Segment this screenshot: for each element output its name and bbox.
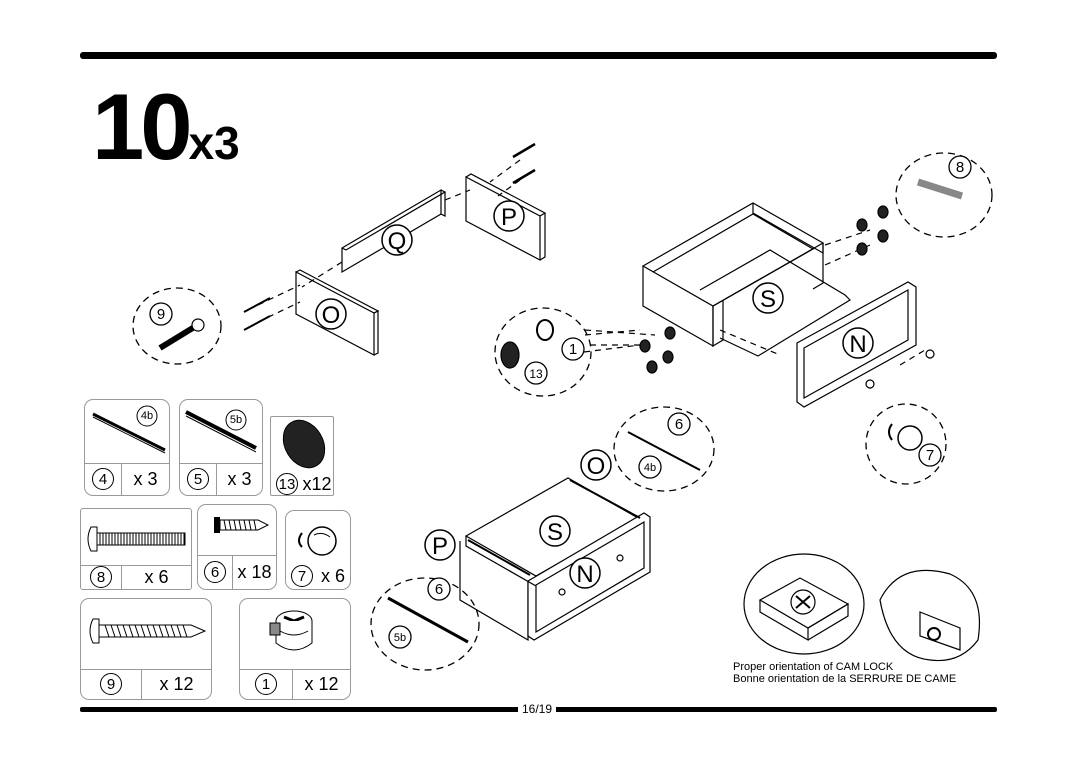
label-p-bottom: P [432, 533, 448, 560]
cam-lock-orientation [743, 553, 981, 662]
screw-9-icon [89, 618, 207, 644]
part-box-4: 4b 4 x 3 [84, 399, 170, 496]
part-qty-13: x12 [302, 473, 332, 494]
callout-4b: 4b [644, 462, 656, 474]
detail-rail-4b [627, 431, 701, 471]
rail-4-icon [92, 405, 166, 454]
part-qty-1: x 12 [304, 673, 339, 694]
part-id-13: 13 [276, 473, 298, 495]
knob-7-icon [298, 526, 337, 556]
part-qty-6: x 18 [237, 561, 272, 582]
part-box-6: 6 x 18 [197, 504, 277, 590]
step-multiplier: x3 [188, 117, 240, 169]
part-box-7: 7 x 6 [285, 510, 351, 590]
callout-9: 9 [157, 306, 165, 323]
drawer-box-exploded [641, 202, 851, 357]
detail-circle-1-13 [494, 307, 592, 397]
callout-8: 8 [956, 159, 964, 176]
alignment-lines [257, 159, 926, 366]
step-title: 10x3 [92, 80, 240, 190]
part-id-4: 4 [92, 468, 114, 490]
tag-5b: 5b [229, 414, 243, 426]
callout-1: 1 [569, 341, 577, 358]
connector-13 [583, 344, 641, 353]
part-qty-9: x 12 [159, 673, 194, 694]
cam-lock-note-fr: Bonne orientation de la SERRURE DE CAME [733, 673, 957, 685]
detail-circle-8 [895, 152, 993, 238]
callout-5b: 5b [394, 632, 406, 644]
detail-circle-9 [132, 287, 222, 365]
part-box-8: 8 x 6 [80, 508, 192, 590]
screw-6-icon [214, 517, 270, 533]
detail-knob-7 [888, 423, 923, 451]
label-o: O [322, 302, 341, 329]
part-id-1: 1 [255, 673, 277, 695]
part-id-8: 8 [90, 566, 112, 588]
detail-circle-7 [865, 403, 947, 485]
screws-o [243, 297, 271, 331]
label-s-top: S [760, 286, 776, 313]
part-id-7: 7 [291, 565, 313, 587]
cam-lock-note: Proper orientation of CAM LOCK Bonne ori… [733, 661, 956, 685]
felt-pad-icon [282, 419, 326, 469]
knob-front [865, 349, 935, 389]
screws-p [512, 142, 536, 185]
cam-lock-1-icon [269, 610, 313, 651]
rail-5-icon [185, 409, 257, 453]
drawer-rails [467, 479, 641, 576]
label-n-top: N [849, 331, 866, 358]
page-number: 16/19 [518, 702, 557, 716]
label-n-bottom: N [576, 561, 593, 588]
top-rule [80, 52, 997, 59]
bolt-8-icon [87, 526, 186, 552]
part-box-9: 9 x 12 [80, 598, 212, 700]
cam-locks-box [639, 205, 889, 374]
step-number: 10 [92, 74, 193, 179]
part-box-1: 1 x 12 [239, 598, 351, 700]
detail-felt-13 [500, 319, 554, 369]
part-box-13: 13 x12 [270, 416, 334, 496]
part-qty-7: x 6 [320, 565, 345, 586]
detail-circle-6-5b [370, 577, 480, 671]
part-qty-8: x 6 [144, 566, 169, 587]
callout-13: 13 [529, 367, 543, 381]
label-s-bottom: S [547, 519, 563, 546]
drawer-assembled [459, 477, 651, 642]
connector-1 [584, 329, 641, 336]
label-o-bottom: O [587, 453, 606, 480]
callout-6-bottom: 6 [435, 581, 443, 598]
part-id-5: 5 [187, 468, 209, 490]
part-qty-4: x 3 [133, 468, 158, 489]
detail-screw-9 [158, 318, 205, 351]
callout-6-top: 6 [675, 416, 683, 433]
cam-lock-note-en: Proper orientation of CAM LOCK [733, 661, 894, 673]
callout-7: 7 [926, 447, 934, 464]
part-qty-5: x 3 [227, 468, 252, 489]
detail-rail-5b [387, 596, 469, 644]
part-box-5: 5b 5 x 3 [179, 399, 263, 496]
label-q: Q [388, 228, 407, 255]
part-id-6: 6 [204, 561, 226, 583]
detail-bolt-8 [916, 178, 964, 200]
part-id-9: 9 [100, 673, 122, 695]
detail-circle-6-4b [613, 406, 715, 492]
label-p: P [501, 204, 517, 231]
tag-4b: 4b [140, 410, 154, 422]
